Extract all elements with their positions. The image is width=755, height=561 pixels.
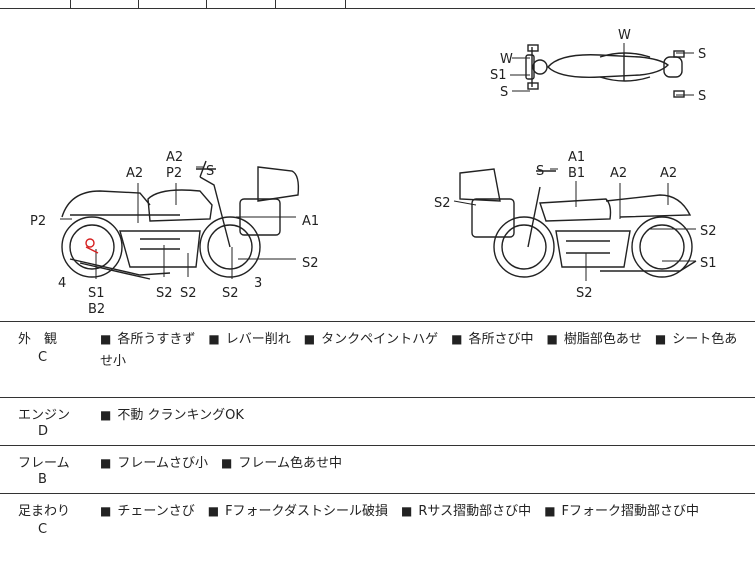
condition-item: ■チェーンさび: [100, 504, 195, 519]
motorcycle-top-view: [525, 44, 685, 98]
condition-item: ■Rサス摺動部さび中: [401, 504, 532, 519]
category-label: フレーム: [18, 456, 70, 471]
table-divider: [138, 0, 139, 8]
condition-item: ■各所さび中: [451, 332, 534, 347]
condition-row-frame: フレーム B ■フレームさび小 ■フレーム色あせ中: [0, 446, 755, 494]
bullet-icon: ■: [100, 332, 112, 346]
bullet-icon: ■: [208, 332, 220, 346]
condition-description: ■チェーンさび ■Fフォークダストシール破損 ■Rサス摺動部さび中 ■Fフォーク…: [100, 500, 748, 523]
label-top-w2: W: [618, 28, 631, 43]
diagram-labels: W W S1 S S S A2 A2 P2 S P2 A1 S2 S2 S2 S…: [30, 28, 717, 317]
previous-table-edge: [0, 0, 755, 9]
label-left-s2-a: S2: [156, 286, 173, 301]
condition-row-engine: エンジン D ■不動 クランキングOK: [0, 398, 755, 446]
damage-diagram: W W S1 S S S A2 A2 P2 S P2 A1 S2 S2 S2 S…: [0, 9, 755, 322]
label-left-p2: P2: [30, 214, 46, 229]
label-left-s1: S1: [88, 286, 105, 301]
condition-description: ■フレームさび小 ■フレーム色あせ中: [100, 452, 748, 475]
label-left-s2-b: S2: [180, 286, 197, 301]
motorcycle-right-view: [459, 168, 697, 278]
damage-mark: [85, 238, 95, 248]
category-label: 外 観: [18, 332, 58, 347]
condition-description: ■不動 クランキングOK: [100, 404, 748, 427]
bullet-icon: ■: [100, 408, 112, 422]
label-left-s2-c: S2: [222, 286, 239, 301]
table-divider: [70, 0, 71, 8]
bullet-icon: ■: [220, 456, 233, 470]
label-top-s1: S1: [490, 68, 507, 83]
label-left-b2: B2: [88, 302, 105, 317]
condition-item: ■樹脂部色あせ: [546, 332, 642, 347]
condition-item: ■各所うすきず: [100, 332, 196, 347]
label-left-a2: A2: [126, 166, 143, 181]
category-label: エンジン: [18, 408, 71, 423]
label-right-b1: B1: [568, 166, 585, 181]
bullet-icon: ■: [401, 504, 413, 518]
callout-lines: [60, 43, 696, 281]
bullet-icon: ■: [100, 504, 112, 518]
label-left-s: S: [206, 164, 214, 179]
table-divider: [275, 0, 276, 8]
condition-item: ■タンクペイントハゲ: [303, 332, 439, 347]
label-right-a2-rear: A2: [660, 166, 677, 181]
bullet-icon: ■: [544, 504, 556, 518]
bullet-icon: ■: [303, 332, 316, 346]
label-right-s: S: [536, 164, 544, 179]
label-top-s-right: S: [698, 47, 706, 62]
grade-value: B: [38, 472, 47, 487]
motorcycle-left-view: [61, 160, 300, 280]
label-right-s2-front: S2: [434, 196, 451, 211]
label-right-a2: A2: [610, 166, 627, 181]
label-top-s-left: S: [500, 85, 508, 100]
bullet-icon: ■: [100, 456, 112, 470]
category-label: 足まわり: [18, 504, 71, 519]
label-top-w: W: [500, 52, 513, 67]
motorcycle-diagram-svg: W W S1 S S S A2 A2 P2 S P2 A1 S2 S2 S2 S…: [30, 28, 717, 317]
condition-item: ■不動 クランキングOK: [100, 408, 244, 423]
condition-item: ■Fフォークダストシール破損: [207, 504, 389, 519]
label-left-3: 3: [254, 276, 262, 291]
condition-item: ■Fフォーク摺動部さび中: [544, 504, 700, 519]
condition-item: ■フレームさび小: [100, 456, 208, 471]
condition-row-exterior: 外 観 C ■各所うすきず ■レバー削れ ■タンクペイントハゲ ■各所さび中 ■…: [0, 322, 755, 398]
condition-item: ■レバー削れ: [208, 332, 291, 347]
table-divider: [345, 0, 346, 8]
label-left-p2-top: P2: [166, 166, 182, 181]
bullet-icon: ■: [207, 504, 220, 518]
condition-item: ■フレーム色あせ中: [220, 456, 342, 471]
label-left-a1: A1: [302, 214, 319, 229]
label-right-s2-rear: S2: [700, 224, 717, 239]
label-left-a2-top: A2: [166, 150, 183, 165]
bullet-icon: ■: [546, 332, 558, 346]
label-right-a1: A1: [568, 150, 585, 165]
table-divider: [206, 0, 207, 8]
condition-row-suspension: 足まわり C ■チェーンさび ■Fフォークダストシール破損 ■Rサス摺動部さび中…: [0, 494, 755, 561]
grade-value: C: [38, 350, 48, 365]
grade-value: D: [38, 424, 49, 439]
label-left-s2-right: S2: [302, 256, 319, 271]
label-right-s1: S1: [700, 256, 717, 271]
bullet-icon: ■: [654, 332, 667, 346]
condition-description: ■各所うすきず ■レバー削れ ■タンクペイントハゲ ■各所さび中 ■樹脂部色あせ…: [100, 328, 748, 373]
bullet-icon: ■: [451, 332, 463, 346]
label-top-s-right-bottom: S: [698, 89, 706, 104]
label-right-s2-bottom: S2: [576, 286, 593, 301]
grade-value: C: [38, 522, 48, 537]
label-left-4: 4: [58, 276, 66, 291]
condition-item: ■シート色あせ小: [100, 332, 738, 369]
